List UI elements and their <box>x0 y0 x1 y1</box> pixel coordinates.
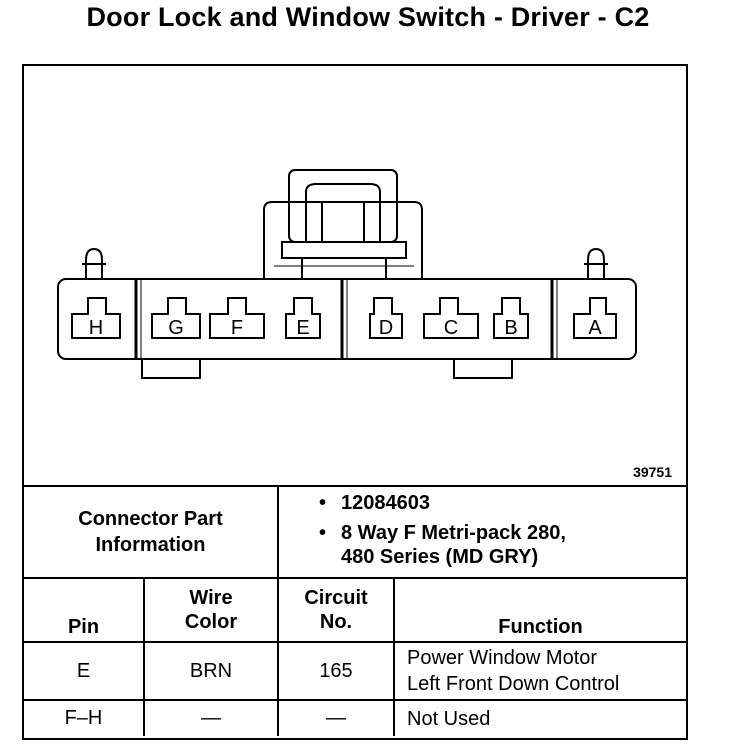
part-number: 12084603 <box>319 491 686 515</box>
cell-pin: E <box>24 641 145 701</box>
cell-circuit: — <box>277 699 395 736</box>
cell-pin: F–H <box>24 699 145 736</box>
pin-cavity-g <box>151 297 201 339</box>
pin-cavity-d <box>369 297 403 339</box>
pin-cavity-e <box>285 297 321 339</box>
right-post <box>587 247 605 279</box>
pin-cavity-h <box>71 297 121 339</box>
cell-function: Not Used <box>393 699 686 736</box>
connector-drawing: H G F E D C B A <box>57 169 637 379</box>
pin-cavity-c <box>423 297 479 339</box>
latch-arm <box>305 183 381 242</box>
header-wire-color: Wire Color <box>143 577 279 643</box>
pin-label-d: D <box>379 317 393 339</box>
figure-number: 39751 <box>633 464 672 480</box>
left-post <box>85 247 103 279</box>
pin-label-g: G <box>168 317 184 339</box>
connector-face-diagram: H G F E D C B A 39751 <box>24 66 686 484</box>
bottom-key-left <box>141 359 201 379</box>
latch-outer <box>263 201 423 279</box>
pin-label-a: A <box>588 317 602 339</box>
table-row: F–H — — Not Used <box>24 699 686 736</box>
connector-frame: H G F E D C B A 39751 Connector Part Inf… <box>22 64 688 740</box>
pin-label-c: C <box>444 317 458 339</box>
cell-circuit: 165 <box>277 641 395 701</box>
pin-cavity-a <box>573 297 617 339</box>
pin-label-e: E <box>296 317 309 339</box>
header-function: Function <box>393 577 686 643</box>
pin-label-b: B <box>504 317 517 339</box>
part-info-row: Connector Part Information 12084603 8 Wa… <box>24 485 686 579</box>
header-circuit: Circuit No. <box>277 577 395 643</box>
pin-cavity-b <box>493 297 529 339</box>
table-row: E BRN 165 Power Window Motor Left Front … <box>24 641 686 701</box>
cell-function: Power Window Motor Left Front Down Contr… <box>393 641 686 701</box>
header-pin: Pin <box>24 577 145 643</box>
part-info-list: 12084603 8 Way F Metri-pack 280, 480 Ser… <box>277 485 686 579</box>
cell-wire-color: — <box>143 699 279 736</box>
part-info-label: Connector Part Information <box>24 485 279 579</box>
pin-label-h: H <box>89 317 103 339</box>
header-row: Pin Wire Color Circuit No. Function <box>24 577 686 643</box>
diagram-title: Door Lock and Window Switch - Driver - C… <box>86 2 650 32</box>
cell-wire-color: BRN <box>143 641 279 701</box>
pin-label-f: F <box>231 317 243 339</box>
pin-cavity-f <box>209 297 265 339</box>
connector-info-table: Connector Part Information 12084603 8 Wa… <box>24 485 686 736</box>
part-description: 8 Way F Metri-pack 280, 480 Series (MD G… <box>319 521 686 569</box>
bottom-key-right <box>453 359 513 379</box>
